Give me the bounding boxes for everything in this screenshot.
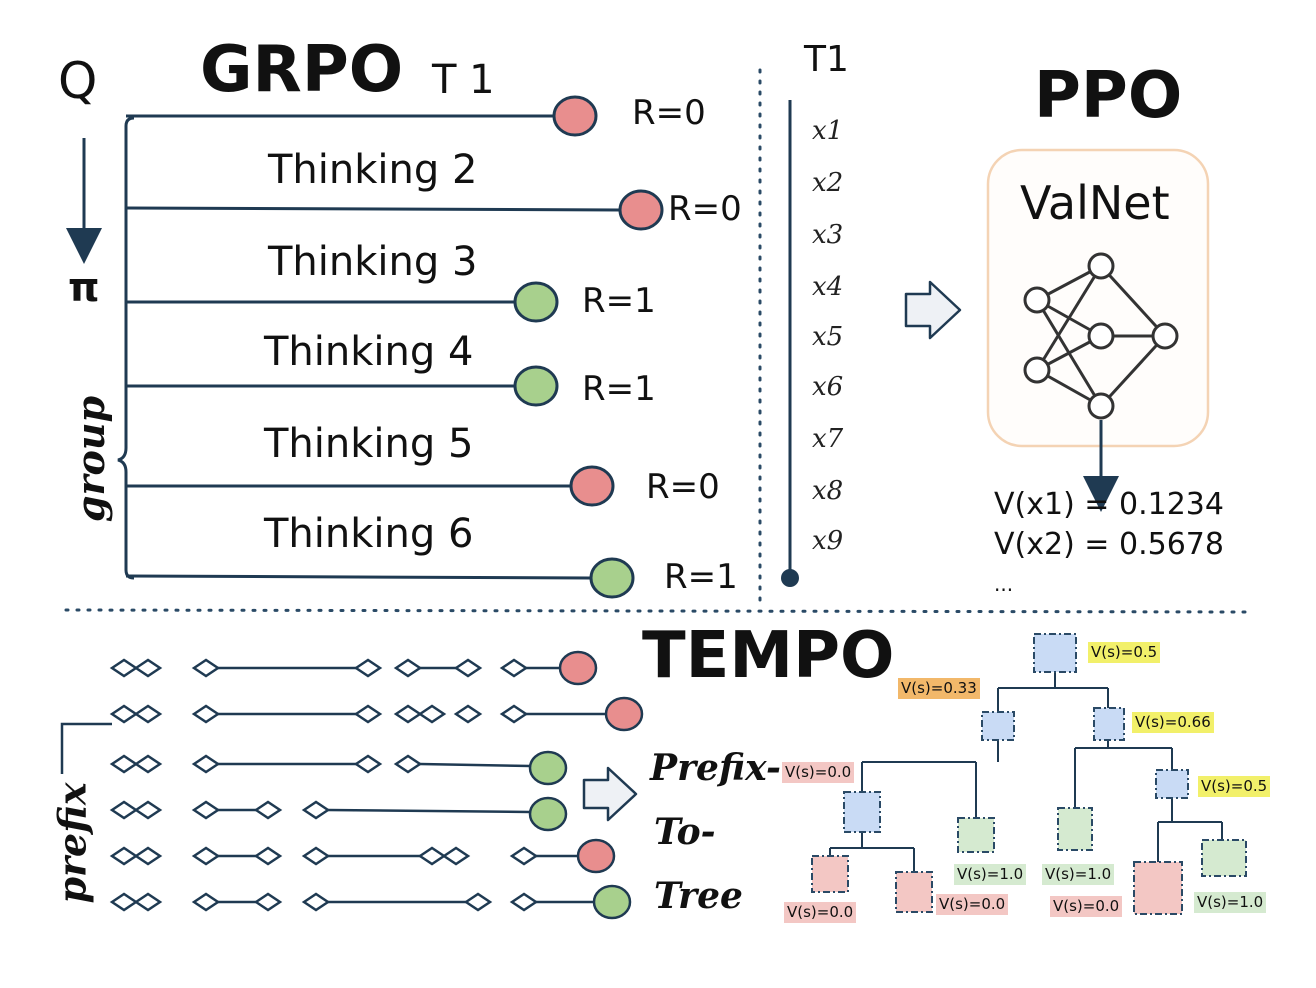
reward-label-2: R=0 bbox=[668, 189, 742, 229]
tree-node-l3-a bbox=[811, 855, 849, 893]
ppo-title: PPO bbox=[1034, 59, 1183, 133]
branch-line-6 bbox=[125, 574, 591, 580]
token-x8: x8 bbox=[812, 476, 844, 506]
value-output-1: V(x1) = 0.1234 bbox=[994, 487, 1224, 522]
branch-line-2 bbox=[125, 206, 621, 212]
prefix-to-tree-line-1: Prefix- bbox=[650, 747, 781, 789]
reward-node-6 bbox=[589, 557, 635, 599]
reward-node-1 bbox=[552, 95, 598, 137]
tree-node-l3-d bbox=[1201, 839, 1247, 877]
tree-value-root: V(s)=0.5 bbox=[1088, 642, 1161, 664]
reward-node-5 bbox=[569, 465, 615, 507]
token-x9: x9 bbox=[812, 526, 844, 556]
thinking-label-3: Thinking 3 bbox=[268, 239, 478, 285]
grpo-reward-nodes bbox=[513, 95, 664, 599]
prefix-label: prefix bbox=[49, 782, 95, 904]
tree-node-root bbox=[1033, 633, 1077, 673]
tree-node-l3-c bbox=[1133, 861, 1183, 915]
tree-node-l2-c bbox=[1057, 807, 1093, 851]
thinking-label-2: Thinking 2 bbox=[268, 147, 478, 193]
tempo-chains bbox=[109, 650, 644, 920]
tree-value-l2-b: V(s)=1.0 bbox=[954, 864, 1027, 886]
tree-node-l2-d bbox=[1155, 769, 1189, 799]
tree-value-l1-right: V(s)=0.66 bbox=[1132, 712, 1214, 734]
t1-label-trajectory: T1 bbox=[804, 39, 849, 80]
tree-value-l3-b: V(s)=0.0 bbox=[936, 894, 1009, 916]
tree-node-l2-b bbox=[957, 817, 995, 853]
tree-value-l2-a: V(s)=0.0 bbox=[782, 762, 855, 784]
token-trajectory-end bbox=[781, 569, 799, 587]
chain-row-2 bbox=[109, 696, 644, 732]
token-x7: x7 bbox=[812, 424, 844, 454]
policy-label: π bbox=[68, 265, 100, 311]
tree-edges bbox=[829, 672, 1223, 872]
tempo-title: TEMPO bbox=[642, 619, 895, 693]
grpo-branches bbox=[125, 114, 621, 580]
tree-value-l3-c: V(s)=0.0 bbox=[1050, 896, 1123, 918]
reward-label-3: R=1 bbox=[582, 281, 656, 321]
thinking-label-6: Thinking 6 bbox=[264, 511, 474, 557]
prefix-bracket bbox=[60, 722, 112, 774]
chain-row-3 bbox=[109, 750, 568, 786]
valnet-label: ValNet bbox=[1020, 176, 1170, 230]
reward-label-5: R=0 bbox=[646, 467, 720, 507]
token-x6: x6 bbox=[812, 372, 844, 402]
reward-node-2 bbox=[618, 189, 664, 231]
prefix-to-tree-arrow bbox=[582, 766, 638, 822]
to-ppo-arrow bbox=[904, 280, 962, 340]
token-x3: x3 bbox=[812, 220, 844, 250]
thinking-label-5: Thinking 5 bbox=[264, 421, 474, 467]
grpo-title: GRPO bbox=[200, 33, 404, 107]
reward-node-4 bbox=[513, 365, 559, 407]
prefix-to-tree-line-3: Tree bbox=[654, 875, 743, 917]
reward-node-3 bbox=[513, 281, 559, 323]
prefix-to-tree-line-2: To- bbox=[654, 811, 716, 853]
value-output-ellipsis: ... bbox=[994, 572, 1014, 596]
chain-row-5 bbox=[109, 838, 616, 874]
neural-network-icon bbox=[1023, 252, 1179, 420]
query-label: Q bbox=[58, 52, 98, 110]
tree-value-l3-d: V(s)=1.0 bbox=[1194, 892, 1267, 914]
tree-node-l2-a bbox=[843, 791, 881, 833]
value-output-2: V(x2) = 0.5678 bbox=[994, 527, 1224, 562]
tree-node-l1-right bbox=[1093, 707, 1125, 741]
chain-row-4 bbox=[109, 796, 568, 832]
reward-label-6: R=1 bbox=[664, 557, 738, 597]
token-x2: x2 bbox=[812, 168, 844, 198]
thinking-label-4: Thinking 4 bbox=[264, 329, 474, 375]
tree-value-l1-left: V(s)=0.33 bbox=[898, 678, 980, 700]
reward-label-1: R=0 bbox=[632, 93, 706, 133]
token-x1: x1 bbox=[812, 116, 844, 146]
tree-value-l2-c: V(s)=1.0 bbox=[1042, 864, 1115, 886]
tree-node-l3-b bbox=[895, 871, 933, 913]
t1-label-grpo: T 1 bbox=[432, 57, 495, 103]
tree-value-l2-d: V(s)=0.5 bbox=[1198, 776, 1271, 798]
token-x5: x5 bbox=[812, 322, 844, 352]
group-label: group bbox=[68, 395, 114, 523]
tree-value-l3-a: V(s)=0.0 bbox=[784, 902, 857, 924]
reward-label-4: R=1 bbox=[582, 369, 656, 409]
group-brace bbox=[117, 116, 135, 580]
tree-nodes bbox=[811, 633, 1247, 915]
chain-row-1 bbox=[109, 650, 598, 686]
chain-row-6 bbox=[109, 884, 632, 920]
tree-node-l1-left bbox=[981, 711, 1015, 741]
token-x4: x4 bbox=[812, 272, 844, 302]
horizontal-divider bbox=[64, 608, 1248, 614]
